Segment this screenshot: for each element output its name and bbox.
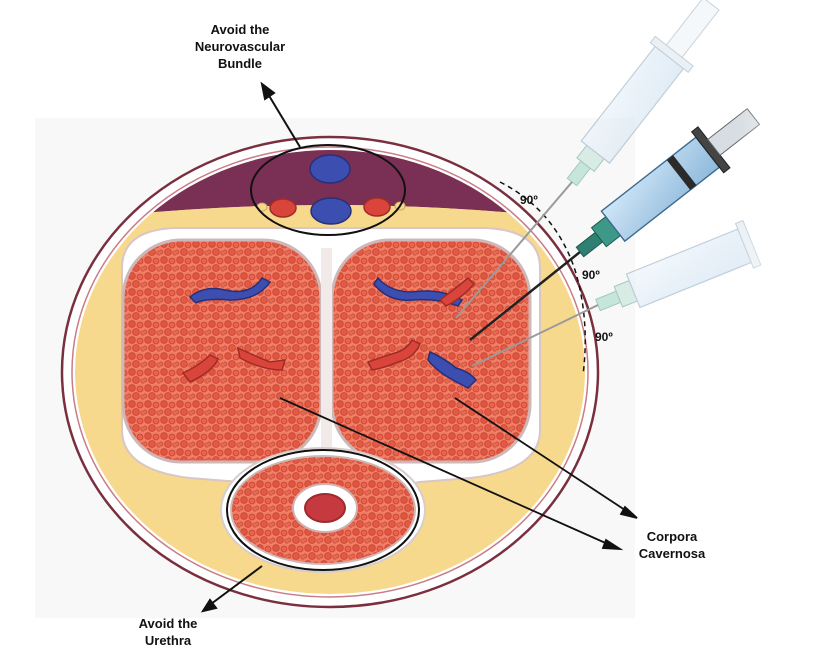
neurovascular-bundle-highlight xyxy=(250,144,406,236)
cavernous-artery-right-2 xyxy=(438,276,476,307)
neurovascular-label-line1: Avoid the xyxy=(211,22,270,37)
corpora-label-line1: Corpora xyxy=(647,529,698,544)
cavernous-artery-right xyxy=(366,338,421,371)
syringe-top xyxy=(566,0,720,187)
urethra-highlight xyxy=(226,449,420,571)
needle-bottom xyxy=(471,304,599,367)
nv-bundle-arrow xyxy=(260,81,301,148)
cavernous-vein-right xyxy=(373,276,464,307)
dorsal-artery-right xyxy=(363,197,391,217)
corpus-cavernosum-left xyxy=(121,238,323,464)
cavernous-artery-left-2 xyxy=(236,346,287,371)
septum xyxy=(321,248,332,453)
cavernous-vein-right-2 xyxy=(427,350,477,389)
dorsal-artery-left xyxy=(269,198,297,218)
corpora-label-line2: Cavernosa xyxy=(639,546,706,561)
angle-label-bottom: 90º xyxy=(595,330,613,344)
neurovascular-label-line2: Neurovascular xyxy=(195,39,285,54)
urethra-label-line2: Urethra xyxy=(145,633,192,648)
cavernous-artery-left xyxy=(181,354,219,383)
deep-dorsal-vein-lower xyxy=(310,197,352,225)
needle-middle xyxy=(469,251,581,341)
urethra-arrow xyxy=(200,565,263,613)
corpora-arrow-left xyxy=(279,397,624,551)
angle-label-middle: 90º xyxy=(582,268,600,282)
edge-fade xyxy=(735,0,816,320)
injection-site-arc xyxy=(499,181,586,376)
angle-label-top: 90º xyxy=(520,193,538,207)
syringe-middle xyxy=(575,107,761,258)
urethra-lumen xyxy=(304,493,346,523)
neurovascular-label-line3: Bundle xyxy=(218,56,262,71)
cavernous-vein-left xyxy=(188,277,272,304)
corpora-arrow-right xyxy=(454,397,638,519)
deep-dorsal-vein-upper xyxy=(309,154,351,184)
needle-top xyxy=(455,181,573,319)
urethra-label-line1: Avoid the xyxy=(139,616,198,631)
dorsal-fat-band xyxy=(75,205,585,236)
